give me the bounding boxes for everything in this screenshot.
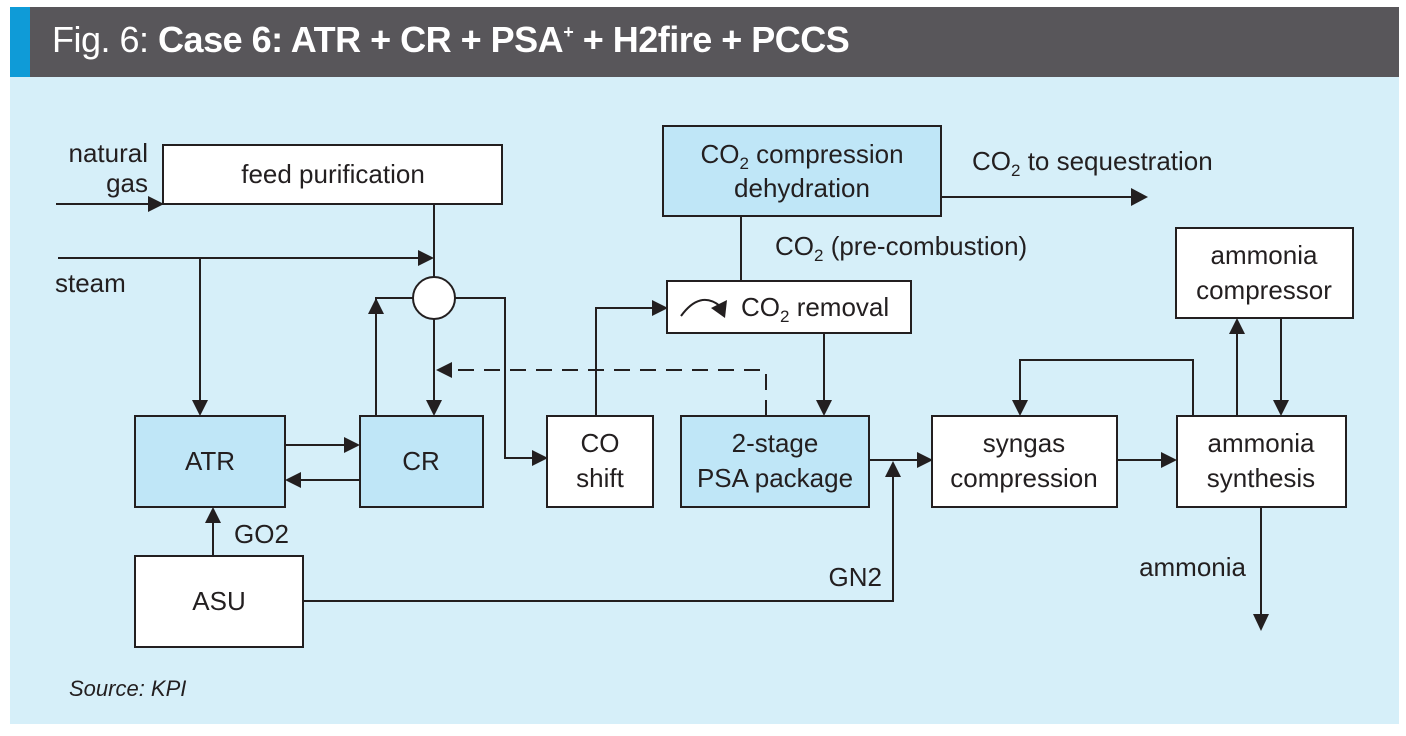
co2-removal-box: CO2 removal — [666, 280, 912, 334]
arrow-up-icon — [368, 298, 384, 314]
recycle-loop-icon — [680, 298, 727, 318]
co2-compression-label: CO2 compression — [700, 139, 903, 173]
syngas-compression-box: syngas compression — [931, 415, 1118, 508]
ammonia-compressor-label-1: ammonia — [1211, 240, 1318, 270]
ammonia-product-label: ammonia — [1139, 552, 1246, 582]
title-text-rest: + H2fire + PCCS — [573, 19, 850, 60]
source-note: Source: KPI — [69, 676, 187, 701]
co2-precombustion-label: CO2 (pre-combustion) — [775, 231, 1027, 265]
psa-label-1: 2-stage — [732, 428, 819, 458]
co2-compression-dehydration-box: CO2 compression dehydration — [662, 125, 942, 217]
arrow-up-icon — [885, 461, 901, 477]
cr-to-mixer-line — [375, 297, 413, 416]
steam-label: steam — [55, 268, 126, 298]
go2-label: GO2 — [234, 519, 289, 549]
title-superscript: + — [563, 22, 574, 42]
arrow-right-icon — [1131, 188, 1148, 206]
figure-title-main: Case 6: ATR + CR + PSA+ + H2fire + PCCS — [158, 19, 850, 60]
arrow-up-icon — [205, 507, 221, 523]
arrow-left-icon — [436, 362, 452, 378]
gn2-label: GN2 — [829, 562, 882, 592]
syngas-label-2: compression — [950, 463, 1097, 493]
co-shift-to-co2-removal-line — [595, 307, 653, 416]
feed-purification-label: feed purification — [241, 159, 425, 189]
ammonia-compressor-label-2: compressor — [1196, 275, 1332, 305]
ammonia-synthesis-box: ammonia synthesis — [1176, 415, 1347, 508]
arrow-right-icon — [148, 196, 164, 212]
arrow-right-icon — [532, 450, 548, 466]
co-shift-box: CO shift — [546, 415, 654, 508]
asu-label: ASU — [192, 586, 245, 616]
arrow-down-icon — [426, 400, 442, 416]
arrow-right-icon — [917, 452, 933, 468]
figure-number: Fig. 6: — [52, 19, 159, 60]
figure-header: Fig. 6: Case 6: ATR + CR + PSA+ + H2fire… — [10, 7, 1399, 77]
ammonia-synthesis-label-2: synthesis — [1207, 463, 1315, 493]
arrow-down-icon — [1012, 400, 1028, 416]
natural-gas-label-2: gas — [106, 168, 148, 198]
atr-label: ATR — [185, 446, 235, 476]
syngas-label-1: syngas — [983, 428, 1065, 458]
cr-box: CR — [359, 415, 484, 508]
title-text: Case 6: ATR + CR + PSA — [158, 19, 564, 60]
feed-purification-box: feed purification — [162, 144, 503, 205]
arrow-down-icon — [192, 400, 208, 416]
psa-label-2: PSA package — [697, 463, 853, 493]
atr-box: ATR — [134, 415, 286, 508]
cr-label: CR — [402, 446, 440, 476]
arrow-left-icon — [285, 472, 301, 488]
gn2-stream — [303, 476, 894, 602]
co-shift-label-1: CO — [581, 428, 620, 458]
dehydration-label: dehydration — [734, 173, 870, 203]
ammonia-compressor-box: ammonia compressor — [1175, 227, 1354, 319]
co-shift-label-2: shift — [576, 463, 624, 493]
arrow-up-icon — [1229, 318, 1245, 334]
arrow-right-icon — [1161, 452, 1177, 468]
mixer-to-co-shift-line — [455, 297, 533, 459]
psa-offgas-recycle-line — [452, 369, 767, 416]
natural-gas-label-1: natural — [69, 138, 149, 168]
ammonia-synthesis-label-1: ammonia — [1208, 428, 1315, 458]
asu-box: ASU — [134, 555, 304, 648]
arrow-down-icon — [1273, 400, 1289, 416]
mixer-node — [412, 276, 456, 320]
arrow-right-icon — [418, 250, 434, 266]
arrow-right-icon — [344, 437, 360, 453]
synthesis-recycle-line — [1019, 359, 1194, 416]
arrow-down-icon — [1253, 614, 1269, 631]
psa-package-box: 2-stage PSA package — [680, 415, 870, 508]
figure-title: Fig. 6: Case 6: ATR + CR + PSA+ + H2fire… — [52, 19, 850, 61]
co2-sequestration-label: CO2 to sequestration — [972, 146, 1213, 180]
header-accent-bar — [10, 7, 30, 77]
arrow-down-icon — [816, 400, 832, 416]
arrow-right-icon — [652, 300, 668, 316]
co2-removal-label: CO2 removal — [741, 292, 889, 326]
